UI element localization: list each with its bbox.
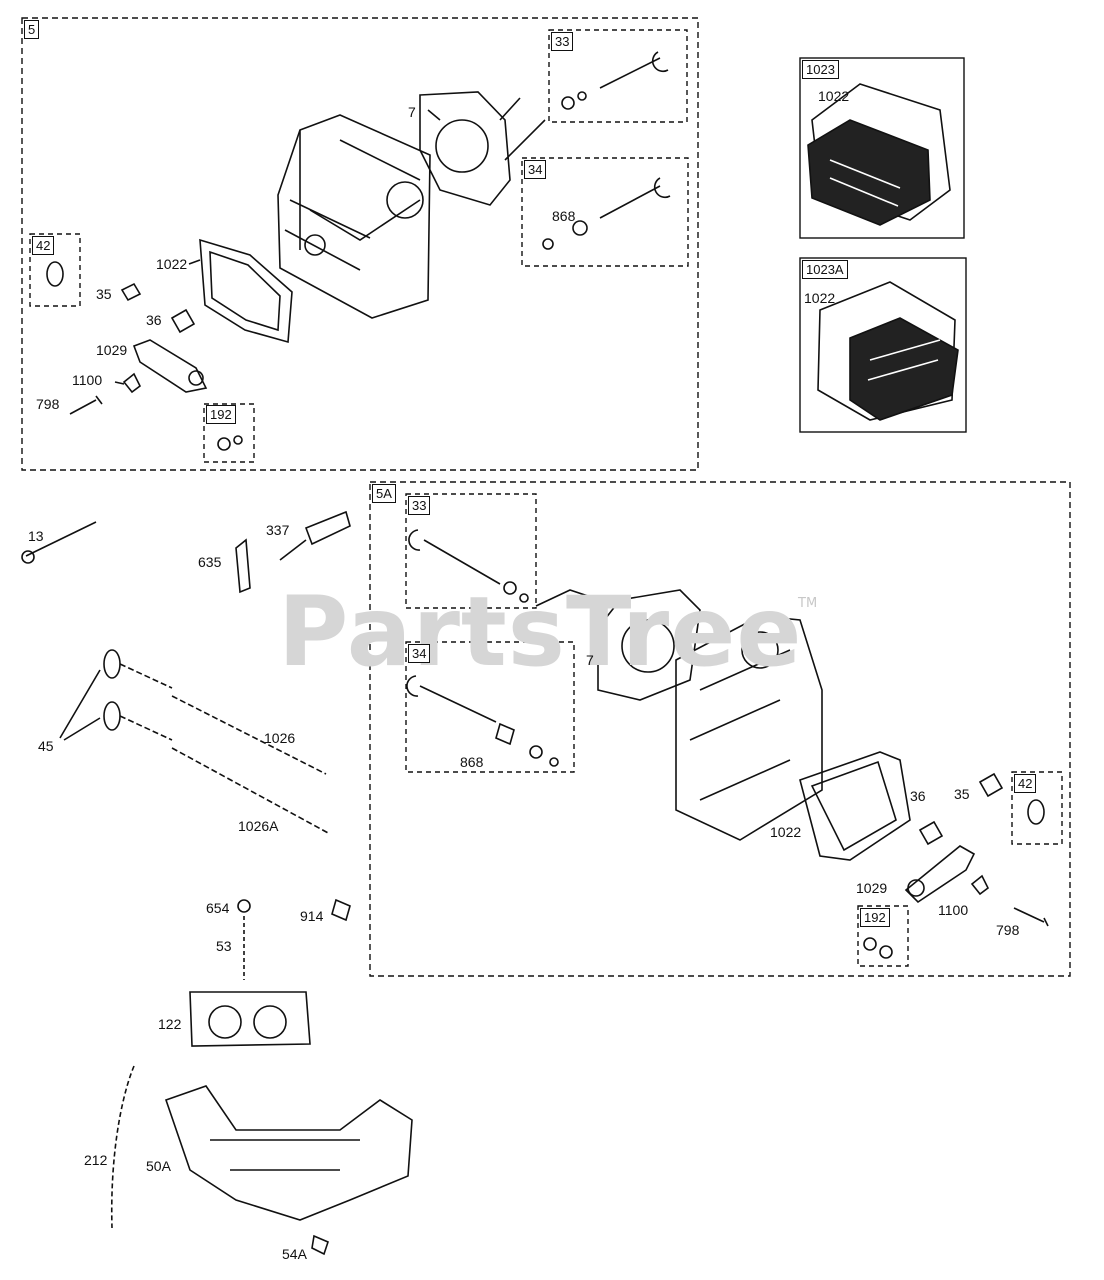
box-34b bbox=[405, 641, 575, 773]
label-798b: 798 bbox=[996, 922, 1020, 938]
cylinder-head-5 bbox=[277, 114, 431, 319]
watermark-tm: TM bbox=[798, 596, 818, 611]
section-5a-parts bbox=[406, 529, 1049, 959]
box-1023 bbox=[799, 57, 965, 239]
valve-34 bbox=[599, 177, 671, 219]
label-868: 868 bbox=[552, 208, 576, 224]
valve-cover-1023a-gasket bbox=[817, 281, 956, 421]
label-914: 914 bbox=[300, 908, 324, 924]
push-rod-1026a bbox=[119, 715, 331, 835]
tag-33: 33 bbox=[551, 32, 574, 51]
valve-33 bbox=[599, 51, 669, 89]
rocker-arm-5 bbox=[132, 339, 208, 393]
label-1100b: 1100 bbox=[938, 902, 969, 918]
box-1023a bbox=[799, 257, 967, 433]
tag-5: 5 bbox=[24, 20, 40, 39]
label-1022: 1022 bbox=[156, 256, 188, 272]
tag-1023a: 1023A bbox=[802, 260, 848, 279]
label-36b: 36 bbox=[910, 788, 926, 804]
sensor-337 bbox=[304, 510, 351, 546]
middle-left-parts bbox=[21, 510, 351, 835]
valve-cover-1023 bbox=[807, 119, 931, 226]
nut-54a bbox=[311, 1234, 329, 1256]
label-337: 337 bbox=[266, 522, 290, 538]
watermark: PartsTree bbox=[278, 576, 803, 688]
label-50a: 50A bbox=[146, 1158, 171, 1174]
label-7: 7 bbox=[408, 104, 416, 120]
label-212: 212 bbox=[84, 1152, 108, 1168]
label-1100: 1100 bbox=[72, 372, 103, 388]
tag-42: 42 bbox=[32, 236, 55, 255]
head-gasket-5a bbox=[597, 589, 701, 701]
label-122: 122 bbox=[158, 1016, 182, 1032]
section-5-frame bbox=[21, 17, 699, 471]
label-635: 635 bbox=[198, 554, 222, 570]
section-5-parts bbox=[46, 51, 671, 451]
label-35: 35 bbox=[96, 286, 112, 302]
label-868b: 868 bbox=[460, 754, 484, 770]
label-1022-cover-a: 1022 bbox=[804, 290, 836, 306]
head-gasket-5 bbox=[419, 91, 511, 206]
box-33 bbox=[548, 29, 688, 123]
tag-42b: 42 bbox=[1014, 774, 1037, 793]
label-54a: 54A bbox=[282, 1246, 307, 1262]
box-42b bbox=[1011, 771, 1063, 845]
rocker-cover-gasket-5 bbox=[199, 238, 293, 344]
valve-cover-1023-gasket bbox=[811, 83, 951, 221]
label-7b: 7 bbox=[586, 652, 594, 668]
tag-34: 34 bbox=[524, 160, 547, 179]
manifold-50a bbox=[164, 1085, 413, 1221]
label-35b: 35 bbox=[954, 786, 970, 802]
box-33b bbox=[405, 493, 537, 609]
stud-13 bbox=[25, 521, 97, 557]
fitting-914 bbox=[331, 898, 351, 922]
label-798: 798 bbox=[36, 396, 60, 412]
cylinder-head-5a bbox=[675, 615, 823, 841]
gasket-122 bbox=[189, 991, 311, 1047]
label-1026: 1026 bbox=[264, 730, 296, 746]
label-53: 53 bbox=[216, 938, 232, 954]
label-45: 45 bbox=[38, 738, 54, 754]
box-192b bbox=[857, 905, 909, 967]
valve-covers bbox=[807, 83, 959, 421]
tag-33b: 33 bbox=[408, 496, 431, 515]
rocker-arm-5a bbox=[904, 845, 976, 904]
label-1026a: 1026A bbox=[238, 818, 279, 834]
tag-192: 192 bbox=[206, 405, 236, 424]
rocker-cover-gasket-5a bbox=[799, 751, 911, 861]
label-1022b: 1022 bbox=[770, 824, 802, 840]
label-13: 13 bbox=[28, 528, 44, 544]
tag-5a: 5A bbox=[372, 484, 396, 503]
label-36: 36 bbox=[146, 312, 162, 328]
label-1029: 1029 bbox=[96, 342, 128, 358]
tube-212 bbox=[110, 1065, 135, 1229]
label-1022-cover: 1022 bbox=[818, 88, 850, 104]
box-42 bbox=[29, 233, 81, 307]
fitting-635 bbox=[235, 538, 251, 594]
box-34 bbox=[521, 157, 689, 267]
tag-192b: 192 bbox=[860, 908, 890, 927]
section-5a-frame bbox=[369, 481, 1071, 977]
tag-34b: 34 bbox=[408, 644, 431, 663]
valve-34b bbox=[406, 675, 497, 723]
label-1029b: 1029 bbox=[856, 880, 888, 896]
push-rod-1026 bbox=[119, 663, 327, 775]
valve-33b bbox=[408, 529, 501, 585]
bottom-left-parts bbox=[110, 898, 413, 1256]
tag-1023: 1023 bbox=[802, 60, 839, 79]
label-654: 654 bbox=[206, 900, 230, 916]
